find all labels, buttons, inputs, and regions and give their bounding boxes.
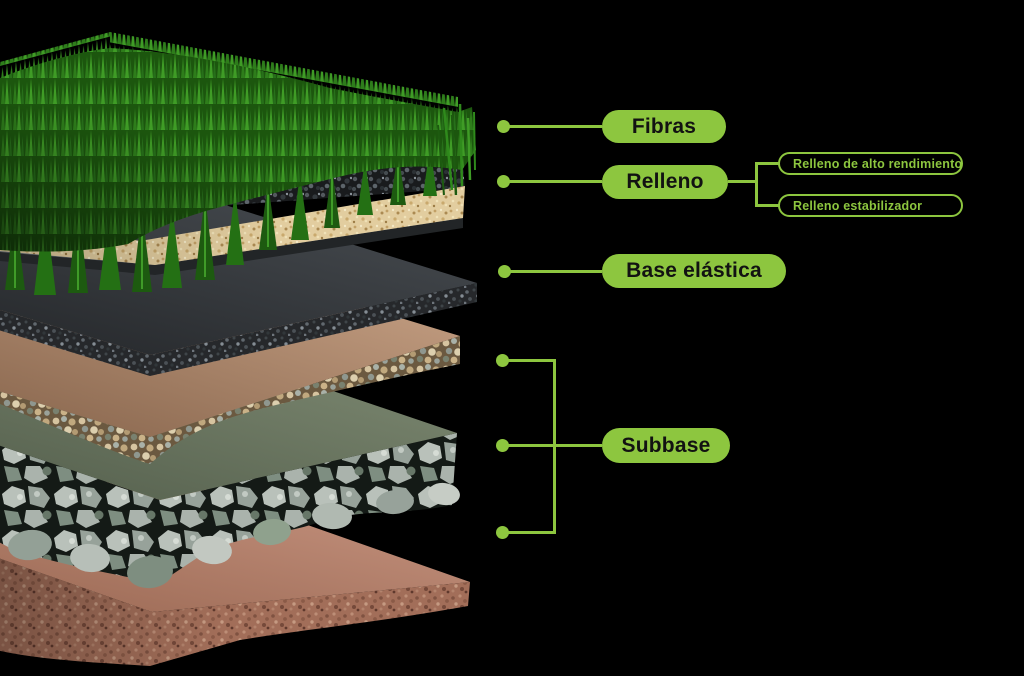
turf-layers-illustration xyxy=(0,32,477,666)
label-relleno: Relleno xyxy=(602,165,728,199)
relleno-branch-bottom xyxy=(755,204,779,207)
connector-dot-subbase-1 xyxy=(496,354,509,367)
subbase-bracket-top xyxy=(505,359,556,362)
connector-dot-fibras xyxy=(497,120,510,133)
relleno-branch-top xyxy=(755,162,779,165)
connector-line-fibras xyxy=(505,125,602,128)
layer-turf xyxy=(0,32,476,295)
connector-line-relleno xyxy=(505,180,602,183)
connector-dot-relleno xyxy=(497,175,510,188)
label-base-elastica: Base elástica xyxy=(602,254,786,288)
subbase-bracket-bottom xyxy=(505,531,556,534)
grass-tufts xyxy=(5,146,437,295)
label-relleno-estabilizador: Relleno estabilizador xyxy=(778,194,963,217)
connector-dot-subbase-2 xyxy=(496,439,509,452)
connector-line-subbase xyxy=(505,444,602,447)
connector-line-base-elastica xyxy=(506,270,602,273)
relleno-branch-vertical xyxy=(755,162,758,207)
grass-corner-blades xyxy=(437,103,476,196)
connector-dot-subbase-3 xyxy=(496,526,509,539)
label-fibras: Fibras xyxy=(602,110,726,143)
gravel-stones xyxy=(8,482,460,589)
label-subbase: Subbase xyxy=(602,428,730,463)
relleno-branch-stem xyxy=(728,180,758,183)
connector-dot-base-elastica xyxy=(498,265,511,278)
label-relleno-alto-rendimiento: Relleno de alto rendimiento xyxy=(778,152,963,175)
